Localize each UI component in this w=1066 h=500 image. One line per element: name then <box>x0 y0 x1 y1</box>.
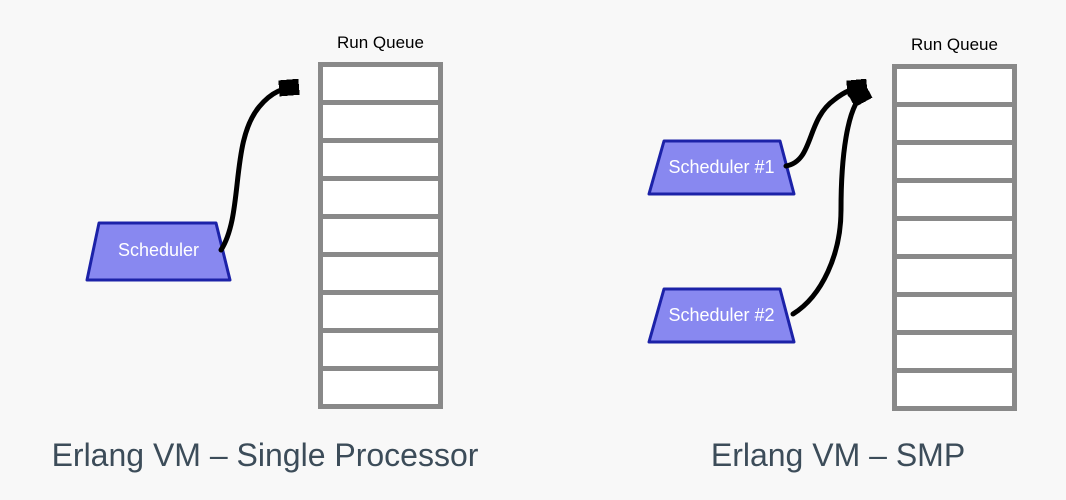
queue-cell <box>897 373 1012 406</box>
right-scheduler-2-shape <box>647 287 796 344</box>
left-scheduler-label: Scheduler <box>117 240 200 260</box>
queue-cell <box>323 333 438 371</box>
queue-cell <box>323 143 438 181</box>
queue-cell <box>323 219 438 257</box>
queue-cell <box>897 145 1012 183</box>
right-run-queue-label: Run Queue <box>911 35 998 54</box>
right-run-queue <box>892 64 1017 411</box>
left-scheduler-shape <box>85 221 232 282</box>
queue-cell <box>897 221 1012 259</box>
arrow-scheduler-to-queue <box>218 87 296 253</box>
queue-cell <box>897 335 1012 373</box>
queue-cell <box>897 69 1012 107</box>
arrow-scheduler2-to-queue <box>790 92 866 317</box>
queue-cell <box>897 259 1012 297</box>
right-caption: Erlang VM – SMP <box>710 437 966 473</box>
queue-cell <box>323 181 438 219</box>
queue-cell <box>323 67 438 105</box>
left-caption: Erlang VM – Single Processor <box>51 437 479 473</box>
left-run-queue-label: Run Queue <box>337 33 424 52</box>
queue-cell <box>897 107 1012 145</box>
right-scheduler-1-label: Scheduler #1 <box>668 157 775 177</box>
queue-cell <box>323 257 438 295</box>
queue-cell <box>323 105 438 143</box>
arrow-scheduler1-to-queue <box>783 87 864 169</box>
queue-cell <box>897 297 1012 335</box>
queue-cell <box>323 371 438 404</box>
queue-cell <box>323 295 438 333</box>
queue-cell <box>897 183 1012 221</box>
right-scheduler-2-label: Scheduler #2 <box>668 305 775 325</box>
left-run-queue <box>318 62 443 409</box>
